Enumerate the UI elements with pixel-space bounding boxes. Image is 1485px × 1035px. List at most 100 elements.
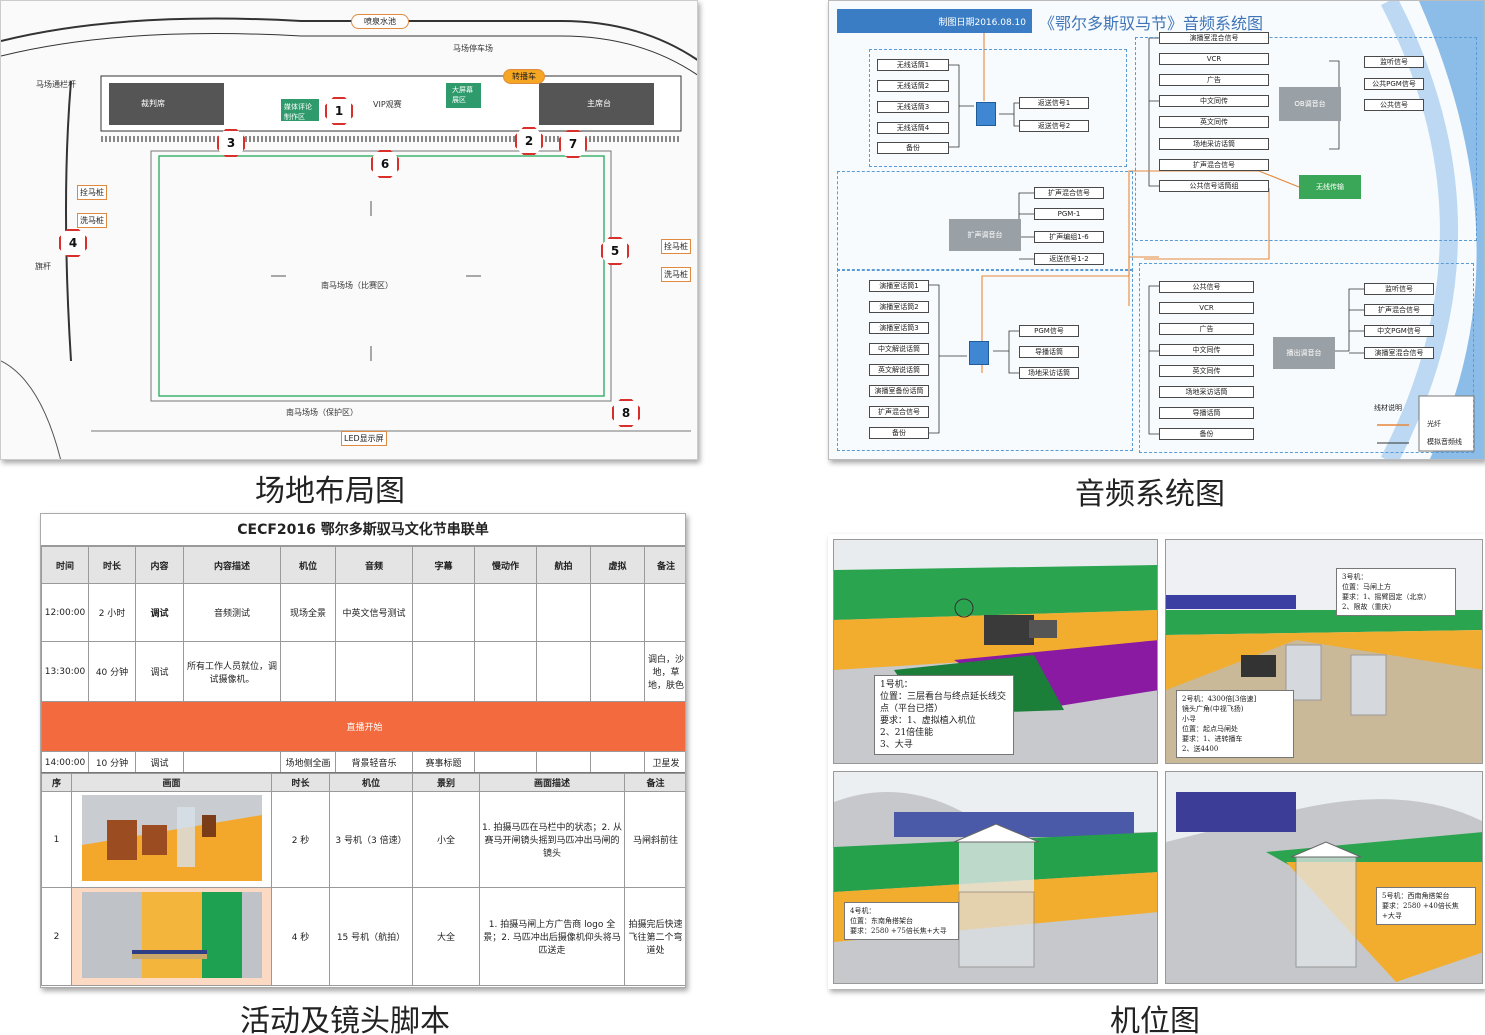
- shot-duration: 2 秒: [271, 791, 330, 888]
- camera-marker-1: 1: [325, 97, 353, 125]
- shot-script-table: 序 画面 时长 机位 景别 画面描述 备注 1: [41, 773, 685, 986]
- camera-marker-5: 5: [601, 237, 629, 265]
- shot-frame: [71, 791, 272, 888]
- cell: [590, 751, 645, 774]
- shot-script: 序 画面 时长 机位 景别 画面描述 备注 1: [41, 772, 685, 987]
- broadcast-output-2: 扩声混合信号: [1364, 304, 1434, 316]
- stable-label-3: 拴马桩: [661, 239, 691, 254]
- camera-1-note: 1号机： 位置：三层看台与终点延长线交点（平台已搭） 要求：1、虚拟植入机位 2…: [874, 675, 1014, 755]
- shot-header-camera: 机位: [329, 773, 413, 792]
- field-label: 南马场场（比赛区）: [321, 281, 393, 290]
- studio-input-8: 备份: [869, 427, 929, 439]
- cell: 调试: [135, 583, 184, 642]
- cell: 场地侧全画: [280, 751, 336, 774]
- cell: 10 分钟: [88, 751, 136, 774]
- cell: [474, 583, 537, 642]
- cell: 调试: [135, 751, 184, 774]
- shot-scale: 大全: [412, 887, 480, 986]
- cell: [536, 583, 591, 642]
- return-signal-1: 返送信号1: [1019, 97, 1089, 109]
- camera-positions-caption: 机位图: [1110, 1004, 1200, 1035]
- camera-view-1: 1号机： 位置：三层看台与终点延长线交点（平台已搭） 要求：1、虚拟植入机位 2…: [833, 539, 1158, 764]
- studio-input-5: 英文解说话筒: [869, 364, 929, 376]
- audio-system-panel: 制图日期2016.08.10 《鄂尔多斯驭马节》音频系统图 无线话筒1 无线话筒…: [828, 0, 1485, 460]
- wireless-mic-1: 无线话筒1: [877, 59, 949, 71]
- stable-label-2: 洗马桩: [77, 213, 107, 228]
- cell: 中英文信号测试: [335, 583, 413, 642]
- script-caption: 活动及镜头脚本: [240, 1004, 450, 1035]
- shot-header-note: 备注: [624, 773, 685, 792]
- studio-output-2: 导播话筒: [1019, 346, 1079, 358]
- shot-duration: 4 秒: [271, 887, 330, 986]
- header-time: 时间: [41, 546, 89, 584]
- header-audio: 音频: [335, 546, 413, 584]
- shot-no: 2: [41, 887, 72, 986]
- vip-label: VIP观赛: [373, 100, 402, 109]
- header-description: 内容描述: [183, 546, 281, 584]
- broadcast-input-6: 场地采访话筒: [1159, 386, 1254, 398]
- camera-marker-7: 7: [559, 130, 587, 158]
- studio-input-2: 演播室话筒2: [869, 301, 929, 313]
- wireless-mic-4: 无线话筒4: [877, 122, 949, 134]
- host-label: 主席台: [587, 99, 611, 108]
- cell: 14:00:00: [41, 751, 89, 774]
- broadcast-console: 播出调音台: [1273, 337, 1335, 369]
- cell: 背景轻音乐: [335, 751, 413, 774]
- shot-camera: 15 号机（航拍）: [329, 887, 413, 986]
- cell: [183, 751, 281, 774]
- header-slowmo: 慢动作: [474, 546, 537, 584]
- ob-output-1: 监听信号: [1364, 56, 1424, 68]
- camera-4-note: 4号机： 位置：东南角搭架台 要求：2580 +75倍长焦+大寻: [844, 902, 959, 940]
- studio-input-3: 演播室话筒3: [869, 322, 929, 334]
- site-layout-panel: 喷泉水池 VIP观赛 裁判席 主席台 媒体评论 制作区 大屏幕 展区 转播车 南…: [0, 0, 698, 460]
- rundown-table: 时间 时长 内容 内容描述 机位 音频 字幕 慢动作 航拍 虚拟 备注 12:0…: [41, 546, 685, 774]
- cell: 2 小时: [88, 583, 136, 642]
- ob-zone: [1135, 37, 1477, 241]
- broadcast-input-3: 广告: [1159, 323, 1254, 335]
- table-row: 14:00:00 10 分钟 调试 场地侧全画 背景轻音乐 赛事标题 卫星发: [41, 751, 685, 774]
- cell: 赛事标题: [412, 751, 475, 774]
- ob-input-4: 中文同传: [1159, 95, 1269, 107]
- rundown-title: CECF2016 鄂尔多斯驭马文化节串联单: [41, 514, 685, 546]
- pa-zone: [837, 171, 1133, 271]
- ob-console: OB调音台: [1279, 87, 1341, 121]
- led-label: LED显示屏: [341, 431, 387, 446]
- audio-date: 制图日期2016.08.10: [837, 9, 1032, 33]
- pa-output-pgm: PGM-1: [1034, 208, 1104, 220]
- shot-header-frame: 画面: [71, 773, 272, 792]
- camera-marker-4: 4: [59, 229, 87, 257]
- ob-van-label: 转播车: [503, 69, 545, 84]
- shot-no: 1: [41, 791, 72, 888]
- media-label: 媒体评论 制作区: [284, 103, 312, 121]
- cell: 所有工作人员就位，调试摄像机。: [183, 641, 281, 702]
- cell: 调试: [135, 641, 184, 702]
- shot-note: 马闸斜前往: [624, 791, 685, 888]
- shot-thumbnail-1: [81, 795, 262, 881]
- shot-frame: [71, 887, 272, 986]
- camera-view-2: 2号机：4300倍[3倍速] 镜头广角(中视飞扬) 小寻 位置：起点马闸处 要求…: [1165, 539, 1483, 764]
- pa-output-mix: 扩声混合信号: [1034, 187, 1104, 199]
- cell: [536, 751, 591, 774]
- ob-input-2: VCR: [1159, 53, 1269, 65]
- gate-label: 马场通栏杆: [36, 80, 76, 89]
- audio-wiring: [929, 1, 1484, 459]
- protect-label: 南马场场（保护区）: [286, 408, 358, 417]
- wireless-mic-3: 无线话筒3: [877, 101, 949, 113]
- pa-console: 扩声调音台: [949, 219, 1021, 251]
- cell: [412, 583, 475, 642]
- wireless-interface-box: [976, 102, 996, 126]
- cell: [474, 641, 537, 702]
- broadcast-zone: [1139, 263, 1474, 453]
- studio-input-1: 演播室话筒1: [869, 280, 929, 292]
- live-start-row: 直播开始: [41, 701, 685, 752]
- judge-label: 裁判席: [141, 99, 165, 108]
- pa-output-return: 返送信号1-2: [1034, 253, 1104, 265]
- shot-note: 拍摄完后快速飞往第二个弯道处: [624, 887, 685, 986]
- ob-output-3: 公共信号: [1364, 99, 1424, 111]
- broadcast-output-4: 演播室混合信号: [1364, 347, 1434, 359]
- cell: [536, 641, 591, 702]
- camera-scene-4: [834, 772, 1157, 983]
- rundown-header-row: 时间 时长 内容 内容描述 机位 音频 字幕 慢动作 航拍 虚拟 备注: [41, 546, 685, 584]
- cell: [590, 641, 645, 702]
- header-duration: 时长: [88, 546, 136, 584]
